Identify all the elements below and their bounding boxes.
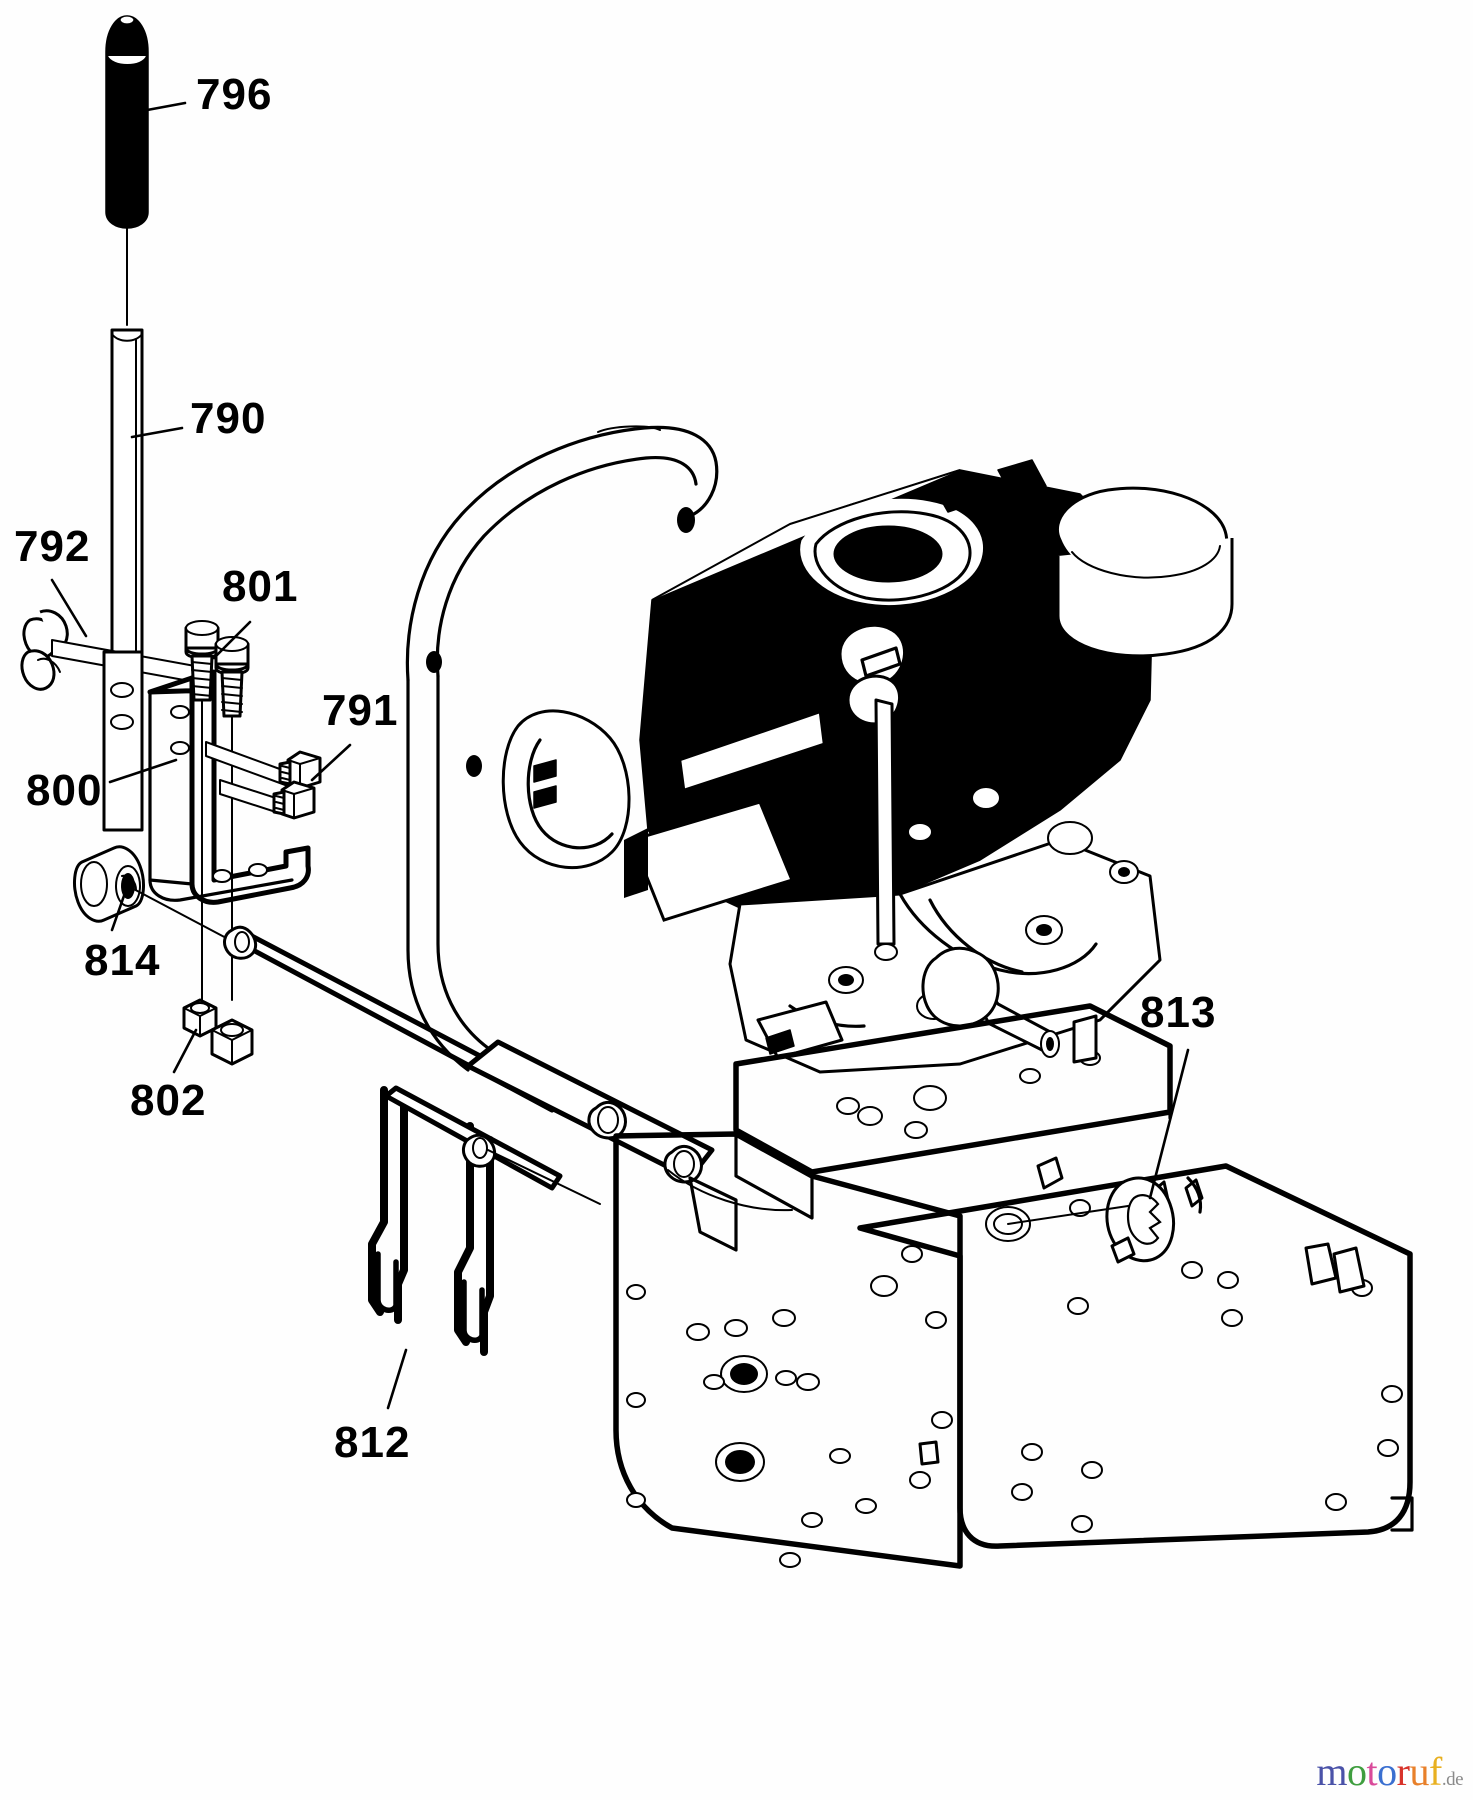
leader-812 [386, 1348, 408, 1410]
part-802-lock-nuts [182, 998, 254, 1066]
callout-leader-lines [50, 101, 1190, 1410]
leader-796 [129, 101, 187, 115]
wm-letter-0: m [1316, 1749, 1348, 1794]
leader-813 [1148, 1048, 1190, 1200]
wm-letter-4: r [1396, 1749, 1410, 1794]
retaining-clip-813 [1105, 1176, 1175, 1264]
engine-mount-base [733, 1003, 1173, 1220]
callout-label-796: 796 [196, 70, 273, 119]
leader-791 [310, 743, 352, 782]
callout-label-790: 790 [190, 394, 267, 443]
wm-letter-6: f [1428, 1749, 1442, 1794]
wm-suffix: .de [1441, 1769, 1464, 1790]
leader-802 [172, 1028, 198, 1074]
wm-letter-5: u [1409, 1749, 1429, 1794]
chassis-panel-right [857, 1156, 1414, 1549]
callout-label-800: 800 [26, 766, 103, 815]
leader-800 [108, 758, 178, 784]
callout-label-791: 791 [322, 686, 399, 735]
callout-label-802: 802 [130, 1076, 207, 1125]
leader-792 [50, 578, 88, 638]
callout-label-792: 792 [14, 522, 91, 571]
handle-frame-bar [405, 425, 738, 1252]
part-801-hex-flange-screws [184, 620, 250, 1011]
part-791-hex-flange-bolts [205, 741, 322, 820]
motoruf-watermark: motoruf.de [1316, 1752, 1463, 1792]
chassis-panel-left [613, 1131, 963, 1569]
leader-801 [212, 620, 252, 660]
part-814-bushing [73, 845, 145, 923]
part-812-shift-fork-rod [368, 1085, 601, 1356]
part-790-shift-rod [110, 227, 144, 662]
wm-letter-1: o [1347, 1749, 1367, 1794]
leader-790 [130, 426, 184, 439]
wm-letter-3: o [1377, 1749, 1397, 1794]
leader-814 [110, 888, 128, 932]
callout-label-814: 814 [84, 936, 161, 985]
callout-label-813: 813 [1140, 988, 1217, 1037]
callout-label-812: 812 [334, 1418, 411, 1467]
wm-letter-2: t [1366, 1749, 1378, 1794]
part-796-handle-grip [105, 15, 149, 229]
callout-label-801: 801 [222, 562, 299, 611]
